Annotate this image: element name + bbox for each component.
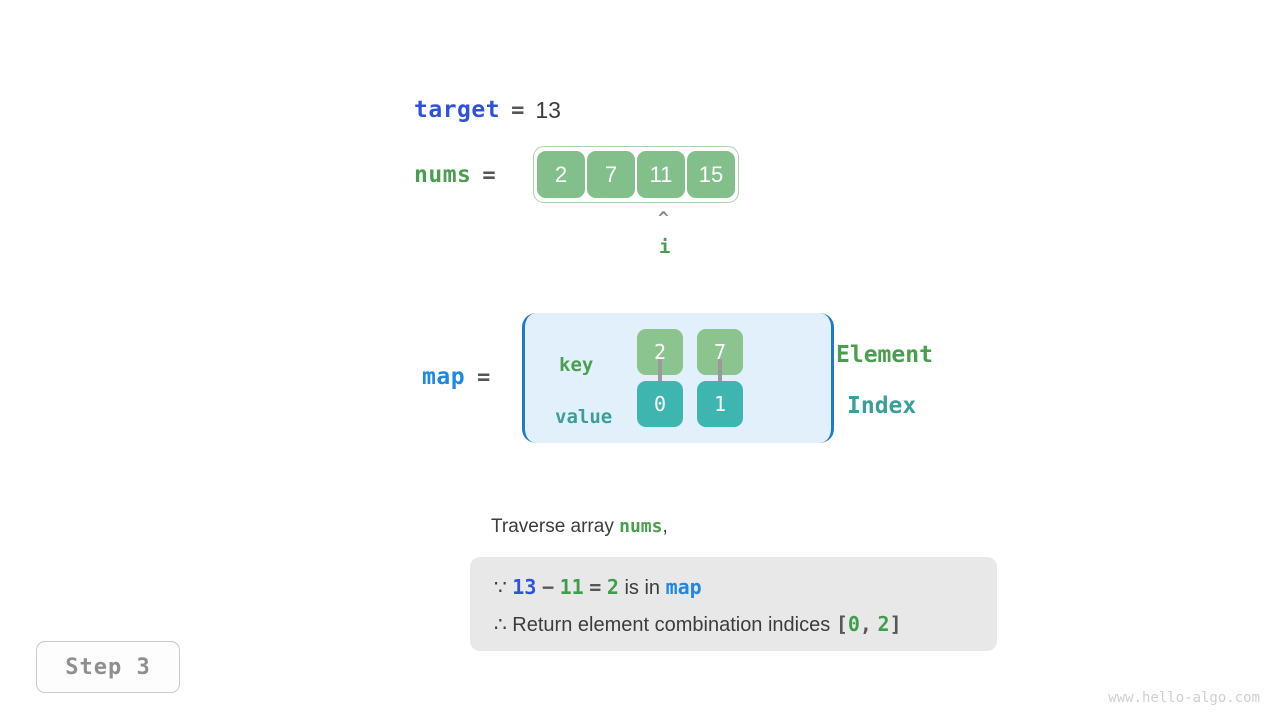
map-variable-name: map: [422, 364, 466, 390]
map-value-cell: 1: [697, 381, 743, 427]
watermark-url: www.hello-algo.com: [1108, 690, 1260, 706]
map-key-row-label: key: [559, 354, 594, 376]
explanation-complement-value: 2: [606, 575, 619, 599]
explanation-box: ∵ 13 − 11 = 2 is in map ∴ Return element…: [470, 557, 997, 651]
because-symbol-icon: ∵: [494, 575, 507, 599]
array-cell: 15: [687, 151, 735, 198]
explanation-current-value: 11: [559, 575, 584, 599]
array-cell: 7: [587, 151, 635, 198]
description-suffix: ,: [662, 516, 668, 537]
explanation-minus-sign: −: [541, 575, 554, 599]
explanation-result-text: Return element combination indices: [512, 614, 831, 636]
explanation-result-comma: ,: [859, 612, 872, 636]
step-badge: Step 3: [36, 641, 180, 693]
index-pointer-caret-icon: ^: [658, 208, 669, 229]
nums-variable-name: nums: [414, 162, 472, 188]
map-variable-row: map =: [422, 364, 490, 390]
map-key-cell: 7: [697, 329, 743, 375]
map-value-row-label: value: [555, 406, 613, 428]
target-equals-sign: =: [511, 97, 525, 123]
target-variable-value: 13: [535, 96, 561, 123]
explanation-equals-sign: =: [589, 575, 602, 599]
map-equals-sign: =: [477, 364, 491, 390]
bracket-open: [: [835, 612, 848, 636]
description-prefix: Traverse array: [491, 516, 620, 537]
therefore-symbol-icon: ∴: [494, 612, 507, 636]
explanation-target-value: 13: [512, 575, 537, 599]
explanation-line-1: ∵ 13 − 11 = 2 is in map: [494, 569, 973, 606]
nums-array-container: 2 7 11 15: [533, 146, 739, 203]
map-element-legend-label: Element: [836, 342, 933, 368]
description-keyword-nums: nums: [619, 516, 663, 537]
array-cell: 2: [537, 151, 585, 198]
explanation-mid-text: is in: [624, 577, 661, 599]
map-index-legend-label: Index: [847, 393, 917, 419]
explanation-result-index-first: 0: [847, 612, 860, 636]
explanation-map-name: map: [665, 575, 702, 599]
nums-equals-sign: =: [482, 162, 496, 188]
array-cell: 11: [637, 151, 685, 198]
map-hash-table-box: key value 2 0 7 1: [522, 313, 834, 443]
description-text: Traverse array nums,: [491, 516, 668, 538]
explanation-result-index-second: 2: [877, 612, 890, 636]
nums-variable-row: nums =: [414, 159, 507, 191]
map-value-cell: 0: [637, 381, 683, 427]
bracket-close: ]: [889, 612, 902, 636]
explanation-line-2: ∴ Return element combination indices [0,…: [494, 606, 973, 643]
target-variable-row: target = 13: [414, 94, 561, 126]
index-pointer-label: i: [659, 236, 671, 258]
target-variable-name: target: [414, 97, 501, 123]
